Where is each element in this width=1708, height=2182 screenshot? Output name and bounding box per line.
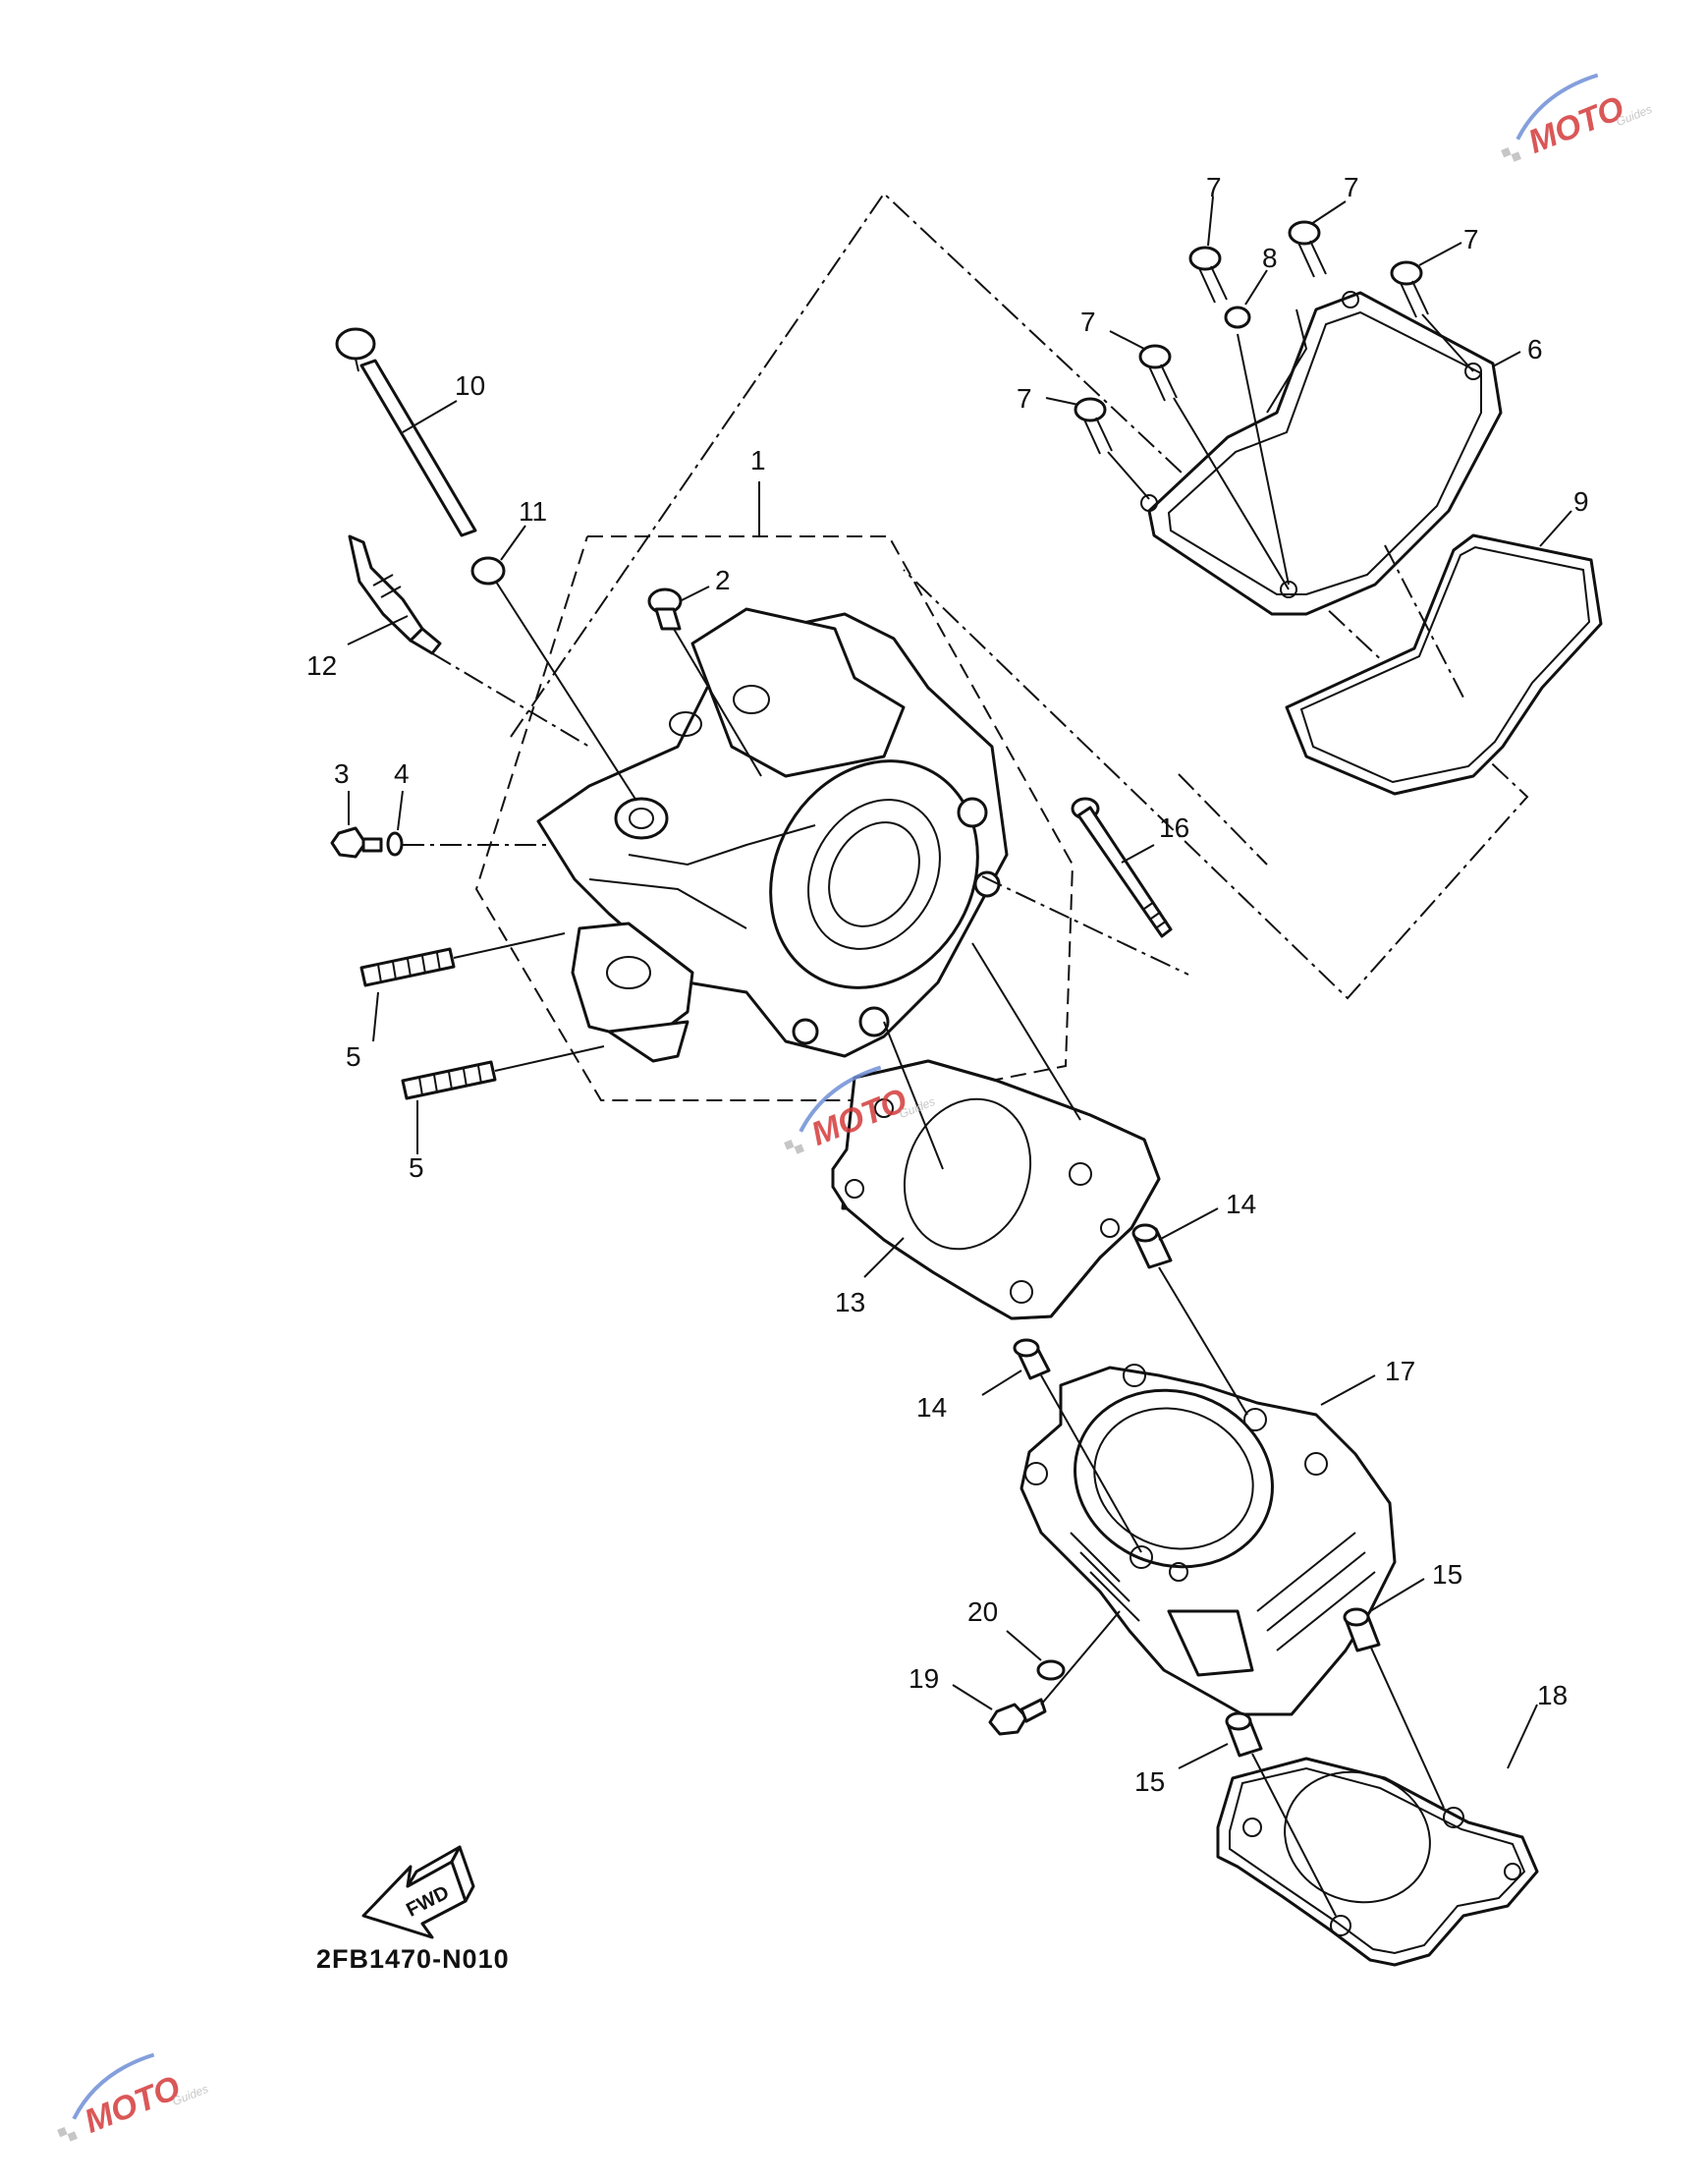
side-bolt	[330, 826, 383, 859]
callout-7d: 7	[1080, 307, 1096, 337]
long-bolt	[335, 327, 477, 537]
callout-19: 19	[909, 1663, 939, 1694]
cover-bolt	[1390, 260, 1429, 318]
callout-9: 9	[1573, 486, 1589, 517]
callout-7c: 7	[1463, 224, 1479, 254]
callout-13: 13	[835, 1287, 865, 1317]
dowel-pin-lower	[1225, 1711, 1263, 1758]
callout-7e: 7	[1017, 383, 1032, 414]
watermark-text: MOTO	[1523, 89, 1629, 161]
washer	[1224, 306, 1251, 329]
dowel-pin	[1013, 1338, 1051, 1380]
cover-bolt	[1138, 344, 1178, 402]
callout-5a: 5	[346, 1041, 361, 1072]
cover-frame-lines	[510, 192, 1529, 1000]
bolt-washer	[470, 556, 506, 586]
callout-17: 17	[1385, 1356, 1415, 1386]
callout-18: 18	[1537, 1680, 1568, 1710]
cylinder-head	[536, 607, 1009, 1063]
leader-lines	[347, 196, 1572, 1917]
cover-bolts	[1074, 220, 1429, 455]
plug-bolt	[647, 587, 683, 631]
callout-14a: 14	[1226, 1189, 1256, 1219]
dowel-pin	[1131, 1223, 1173, 1269]
stud-bolt	[401, 1060, 497, 1100]
callout-5b: 5	[409, 1152, 424, 1183]
spark-plug	[348, 534, 442, 655]
base-gasket	[1216, 1757, 1539, 1967]
long-stud	[1071, 797, 1173, 938]
callout-1: 1	[750, 445, 766, 476]
callout-15b: 15	[1134, 1766, 1165, 1797]
callout-10: 10	[455, 370, 485, 401]
dowel-pin-lower	[1343, 1607, 1381, 1652]
callout-3: 3	[334, 758, 350, 789]
callouts: 1 2 3 4 5 5 6 7 7 7 7 7 8 9 10 11 12 13 …	[306, 172, 1589, 1797]
cover-gasket	[1285, 533, 1603, 796]
drain-bolt	[988, 1698, 1047, 1736]
head-gasket	[831, 1059, 1161, 1320]
cover-bolt	[1074, 397, 1113, 455]
callout-12: 12	[306, 650, 337, 681]
watermark-logo: MOTO Guides	[57, 2052, 210, 2142]
stud-bolt	[359, 947, 456, 987]
cylinder-head-cover	[1140, 291, 1503, 616]
callout-6: 6	[1527, 334, 1543, 364]
callout-16: 16	[1159, 812, 1189, 843]
cover-bolt	[1188, 246, 1228, 304]
diagram-code: 2FB1470-N010	[316, 1944, 510, 1974]
callout-2: 2	[715, 565, 731, 595]
callout-15a: 15	[1432, 1559, 1462, 1590]
callout-7b: 7	[1344, 172, 1359, 202]
callout-8: 8	[1262, 243, 1278, 273]
side-bolt-washer	[386, 831, 404, 857]
watermark-logo: MOTO Guides	[1501, 73, 1654, 162]
drain-bolt-washer	[1036, 1659, 1066, 1681]
callout-14b: 14	[916, 1392, 947, 1423]
watermark-text: MOTO	[80, 2069, 186, 2141]
cover-bolt	[1288, 220, 1327, 278]
callout-4: 4	[394, 758, 410, 789]
callout-20: 20	[967, 1596, 998, 1627]
callout-7a: 7	[1206, 172, 1222, 202]
callout-11: 11	[519, 496, 547, 527]
fwd-arrow: FWD	[361, 1845, 475, 1939]
